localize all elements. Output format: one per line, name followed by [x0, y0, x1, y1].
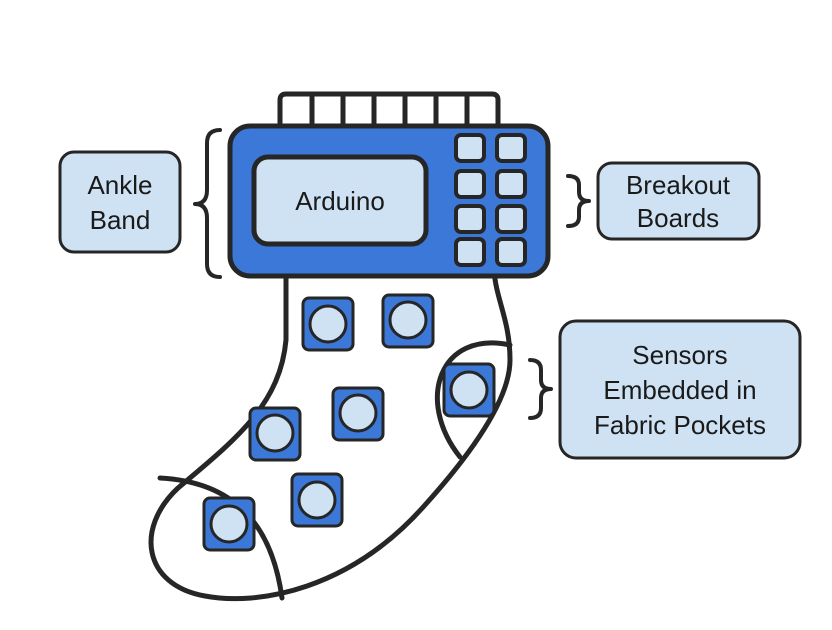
breakout-board	[495, 204, 527, 234]
arduino-board	[251, 154, 429, 247]
breakout-board	[454, 169, 486, 199]
breakout-boards-label-line-1: Breakout	[626, 170, 731, 200]
breakout-board	[495, 133, 527, 163]
sensors-label-line-1: Sensors	[632, 340, 727, 370]
breakout-boards	[454, 133, 527, 267]
sensor	[301, 296, 355, 352]
sensor	[381, 293, 435, 349]
breakout-boards-brace	[566, 174, 591, 228]
sensor	[331, 386, 385, 442]
sensors	[202, 293, 496, 552]
sensor	[202, 496, 256, 552]
sock-heel-line	[434, 340, 513, 460]
sensors-label-line-3: Fabric Pockets	[594, 410, 766, 440]
ankle-band-label-box	[58, 150, 182, 254]
breakout-board	[454, 204, 486, 234]
breakout-board	[454, 237, 486, 267]
sensors-label-line-2: Embedded in	[603, 375, 756, 405]
breakout-board	[454, 133, 486, 163]
sensor	[442, 362, 496, 418]
ankle-band-label-line-1: Ankle	[87, 170, 152, 200]
ankle-band-brace	[193, 128, 222, 279]
sensor	[290, 472, 344, 528]
arduino-label: Arduino	[295, 186, 385, 216]
sensors-label-box	[558, 319, 802, 460]
breakout-board	[495, 237, 527, 267]
breakout-boards-label-box	[596, 161, 761, 241]
sensors-brace	[528, 358, 553, 420]
breakout-board	[495, 169, 527, 199]
ankle-band-label-line-2: Band	[90, 205, 151, 235]
breakout-boards-label-line-2: Boards	[637, 203, 719, 233]
sensor	[248, 406, 302, 462]
